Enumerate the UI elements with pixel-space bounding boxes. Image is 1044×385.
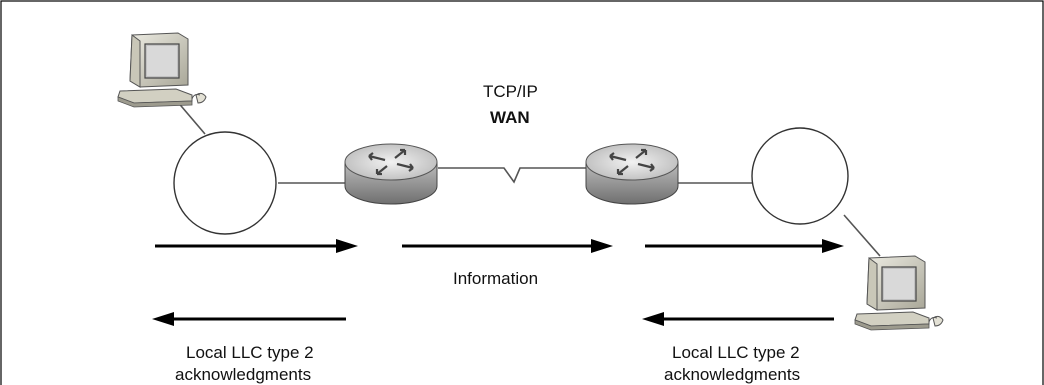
link-right-ring-computer bbox=[843, 214, 881, 257]
ack-arrow-left-head bbox=[152, 312, 174, 326]
information-label: Information bbox=[453, 269, 538, 288]
wan-protocol-label: TCP/IP bbox=[483, 82, 538, 101]
information-arrows bbox=[155, 239, 844, 253]
info-arrow-2-head bbox=[591, 239, 613, 253]
computer-icon bbox=[117, 32, 207, 108]
router-icon bbox=[343, 142, 439, 206]
info-arrow-3-head bbox=[822, 239, 844, 253]
router-icon bbox=[584, 142, 680, 206]
token-ring-icon bbox=[751, 127, 849, 225]
wan-network-label: WAN bbox=[490, 108, 530, 127]
token-ring-icon bbox=[173, 131, 277, 235]
ack-right-line1: Local LLC type 2 bbox=[672, 343, 800, 362]
wan-link bbox=[438, 167, 586, 184]
ack-left-line2: acknowledgments bbox=[175, 365, 311, 384]
computer-icon bbox=[854, 255, 944, 331]
info-arrow-1-head bbox=[336, 239, 358, 253]
ack-arrow-right-head bbox=[642, 312, 664, 326]
ack-right-line2: acknowledgments bbox=[664, 365, 800, 384]
ack-arrows bbox=[152, 312, 834, 326]
ack-left-line1: Local LLC type 2 bbox=[186, 343, 314, 362]
